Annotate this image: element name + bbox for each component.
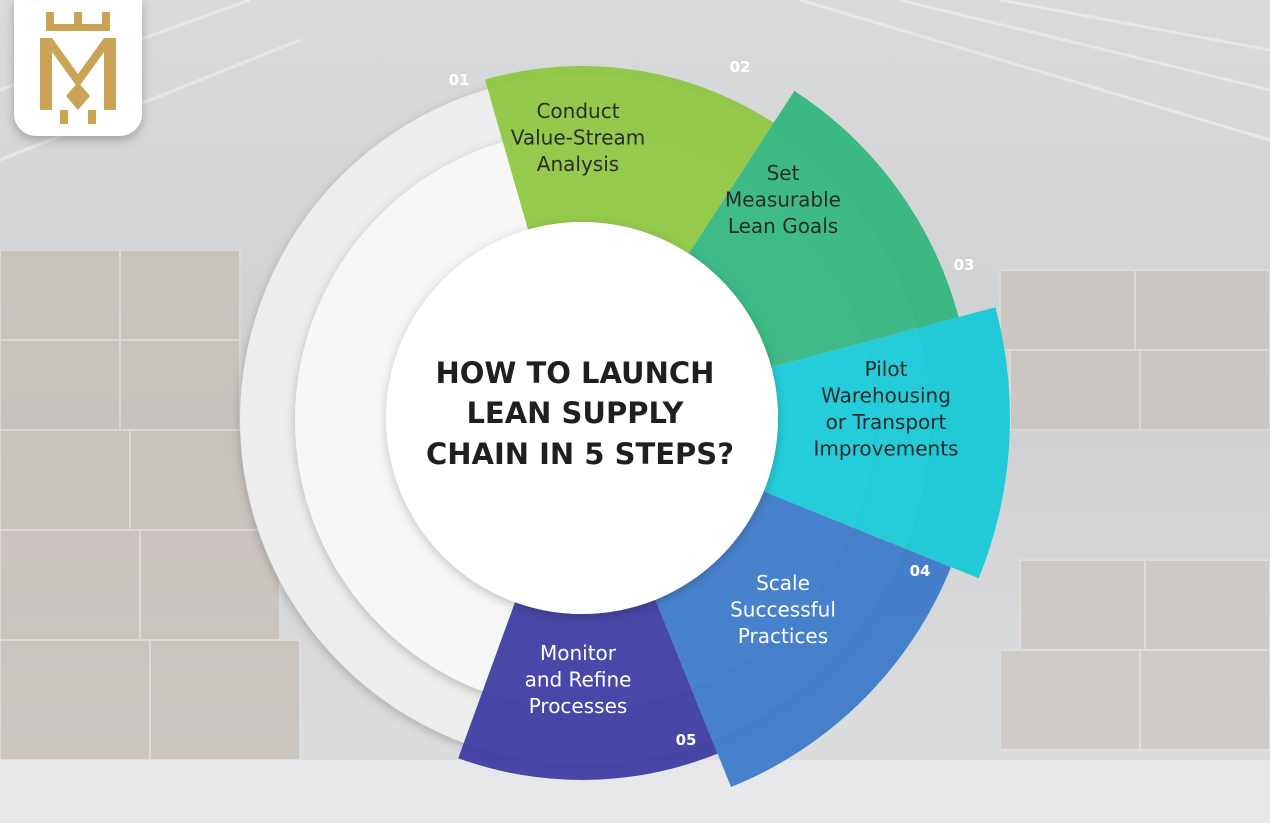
title-line-3: CHAIN IN 5 STEPS? [426,437,734,471]
step-04-segment [655,491,951,787]
center-circle [386,222,778,614]
diagram-title: HOW TO LAUNCH LEAN SUPPLY CHAIN IN 5 STE… [426,356,734,471]
step-03-label-line: Improvements [814,437,959,461]
step-04-number: 04 [910,562,931,580]
step-05-label-line: Processes [529,694,628,718]
step-04-label-line: Scale [756,571,810,595]
step-04-label-line: Practices [738,624,828,648]
step-01-segment [485,65,774,254]
step-05-segment [458,599,718,780]
step-05-label-line: Monitor [540,641,617,665]
step-02-segment [688,90,959,368]
step-05-number: 05 [676,731,697,749]
step-01-number: 01 [449,71,470,89]
step-03-label-line: Pilot [865,357,908,381]
title-line-2: LEAN SUPPLY [466,396,684,430]
step-02-label-line: Measurable [725,188,841,212]
crown-monogram-logo [40,12,116,124]
step-02-label-line: Set [767,161,800,185]
brand-logo-card [14,0,142,136]
step-02-number: 02 [730,58,751,76]
step-03-label-line: or Transport [826,410,947,434]
step-01-label-line: Value-Stream [511,126,646,150]
title-line-1: HOW TO LAUNCH [435,356,714,390]
step-05-label-line: and Refine [525,668,632,692]
step-02-label-line: Lean Goals [728,214,838,238]
step-04-label-line: Successful [730,598,836,622]
step-03-number: 03 [954,256,975,274]
step-01-label-line: Analysis [537,152,619,176]
step-01-label-line: Conduct [536,99,619,123]
step-03-segment [763,307,1010,579]
step-03-label-line: Warehousing [821,384,951,408]
